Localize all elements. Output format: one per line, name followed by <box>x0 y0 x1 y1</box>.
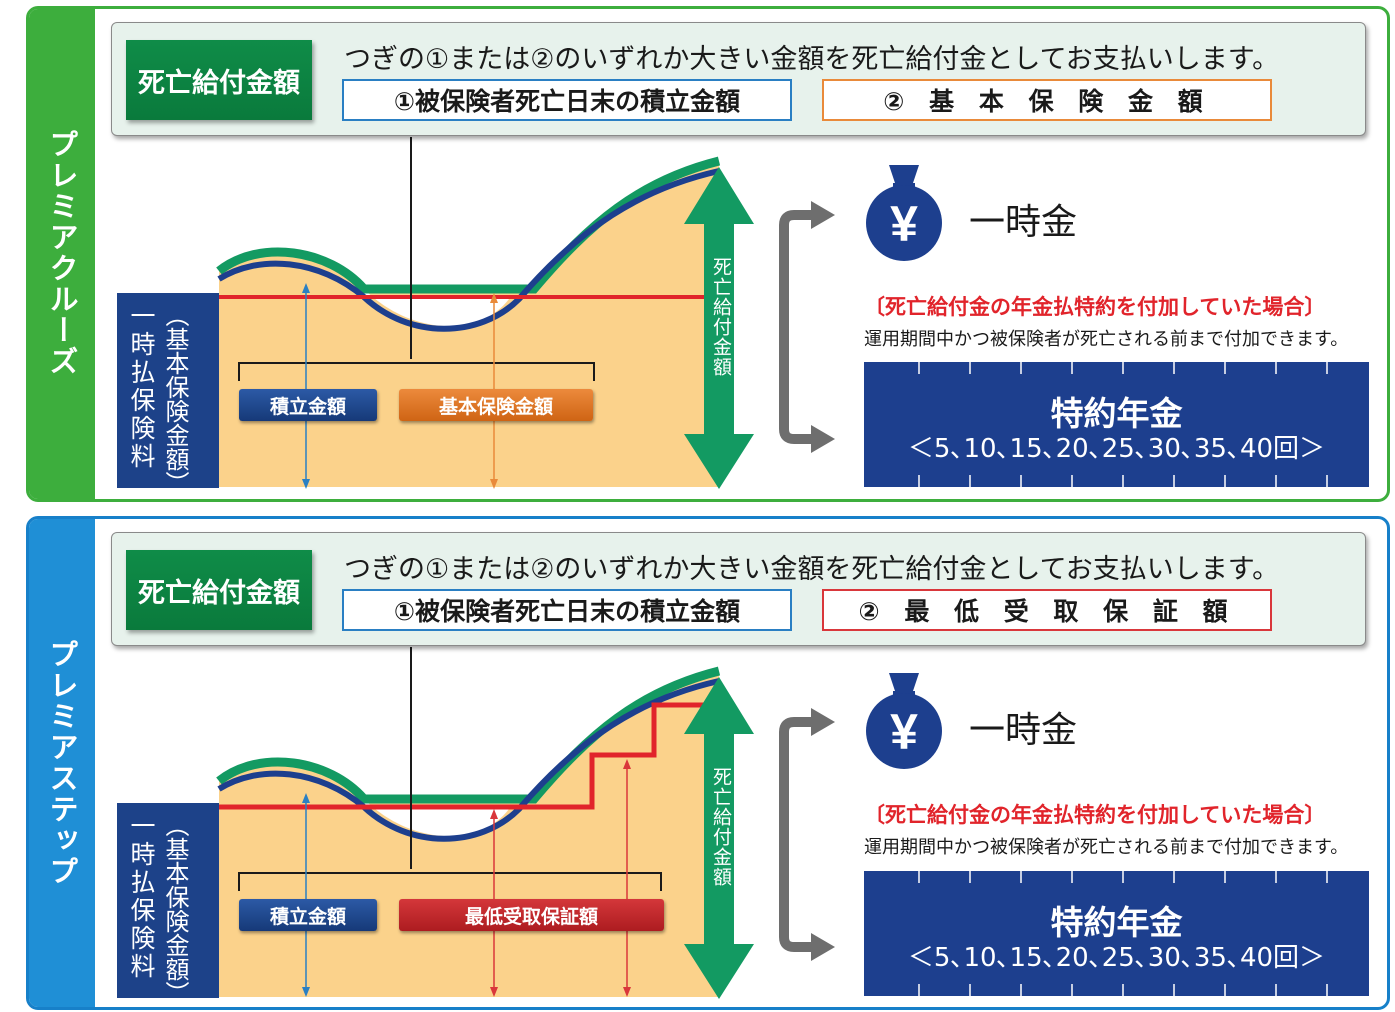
death-benefit-arrow-label: 死亡給付金額 <box>710 767 732 887</box>
annuity-rider-condition: 〔死亡給付金の年金払特約を付加していた場合〕 <box>864 295 1326 319</box>
basic-insured-amount-pill: 基本保険金額 <box>399 389 593 421</box>
bracket-arrow-icon <box>779 210 814 444</box>
yen-money-bag-icon: ¥ <box>866 165 942 261</box>
single-premium-label: （基本保険金額） 一時払保険料 <box>117 293 219 495</box>
option-accumulated-amount: ①被保険者死亡日末の積立金額 <box>342 79 792 121</box>
accumulated-amount-pill: 積立金額 <box>239 389 377 421</box>
panel-premier-step: プレミアステップ （基本保険金額） 一時払保険料 積立金額 最低受取保証額 死亡… <box>26 516 1390 1010</box>
fund-curve-navy <box>217 168 720 332</box>
header-description: つぎの①または②のいずれか大きい金額を死亡給付金としてお支払いします。 <box>344 554 1280 585</box>
single-premium-text: 一時払保険料 <box>127 303 156 471</box>
annuity-rider-condition: 〔死亡給付金の年金払特約を付加していた場合〕 <box>864 803 1326 827</box>
annuity-rider-note: 運用期間中かつ被保険者が死亡される前まで付加できます。 <box>864 837 1349 858</box>
death-benefit-amount-label: 死亡給付金額 <box>126 550 312 630</box>
fund-curve-green <box>216 156 721 294</box>
panel-tab: プレミアクルーズ <box>29 9 95 499</box>
basic-amount-paren: （基本保険金額） <box>161 303 189 495</box>
panel-premier-cruise: プレミアクルーズ （基本保険金額） 一時払保険料 積立金額 <box>26 6 1390 502</box>
accumulated-amount-pill: 積立金額 <box>239 899 377 931</box>
annuity-rider-note: 運用期間中かつ被保険者が死亡される前まで付加できます。 <box>864 329 1349 350</box>
basic-amount-paren: （基本保険金額） <box>161 813 189 1005</box>
rider-annuity-title: 特約年金 <box>1050 394 1183 433</box>
yen-money-bag-icon: ¥ <box>866 673 942 769</box>
lump-sum-label: 一時金 <box>969 202 1078 243</box>
rider-annuity-counts: ＜5､10､15､20､25､30､35､40回＞ <box>907 434 1326 464</box>
option-minimum-guarantee: ② 最 低 受 取 保 証 額 <box>822 589 1272 631</box>
benefit-header: 死亡給付金額 つぎの①または②のいずれか大きい金額を死亡給付金としてお支払いしま… <box>111 532 1366 646</box>
lump-sum-label: 一時金 <box>969 710 1078 751</box>
option-basic-insured-amount: ② 基 本 保 険 金 額 <box>822 79 1272 121</box>
minimum-guarantee-pill: 最低受取保証額 <box>399 899 664 931</box>
death-benefit-amount-label: 死亡給付金額 <box>126 40 312 120</box>
death-benefit-arrow <box>684 167 754 489</box>
svg-text:¥: ¥ <box>890 196 918 252</box>
rider-annuity-box: 特約年金 ＜5､10､15､20､25､30､35､40回＞ <box>864 362 1369 487</box>
minimum-guarantee-step-line <box>219 702 719 810</box>
panel-tab: プレミアステップ <box>29 519 95 1007</box>
single-premium-label: （基本保険金額） 一時払保険料 <box>117 803 219 1005</box>
tab-title: プレミアステップ <box>45 639 79 887</box>
death-benefit-arrow <box>684 677 754 999</box>
tab-title: プレミアクルーズ <box>45 129 79 377</box>
benefit-header: 死亡給付金額 つぎの①または②のいずれか大きい金額を死亡給付金としてお支払いしま… <box>111 22 1366 136</box>
svg-text:¥: ¥ <box>890 704 918 760</box>
bracket-arrow-icon <box>779 717 814 952</box>
header-description: つぎの①または②のいずれか大きい金額を死亡給付金としてお支払いします。 <box>344 44 1280 75</box>
rider-annuity-counts: ＜5､10､15､20､25､30､35､40回＞ <box>907 943 1326 973</box>
fund-curve-navy <box>217 678 720 842</box>
option-accumulated-amount: ①被保険者死亡日末の積立金額 <box>342 589 792 631</box>
death-benefit-arrow-label: 死亡給付金額 <box>710 257 732 377</box>
single-premium-text: 一時払保険料 <box>127 813 156 981</box>
fund-curve-green <box>216 666 721 804</box>
rider-annuity-title: 特約年金 <box>1050 903 1183 942</box>
rider-annuity-box: 特約年金 ＜5､10､15､20､25､30､35､40回＞ <box>864 871 1369 996</box>
